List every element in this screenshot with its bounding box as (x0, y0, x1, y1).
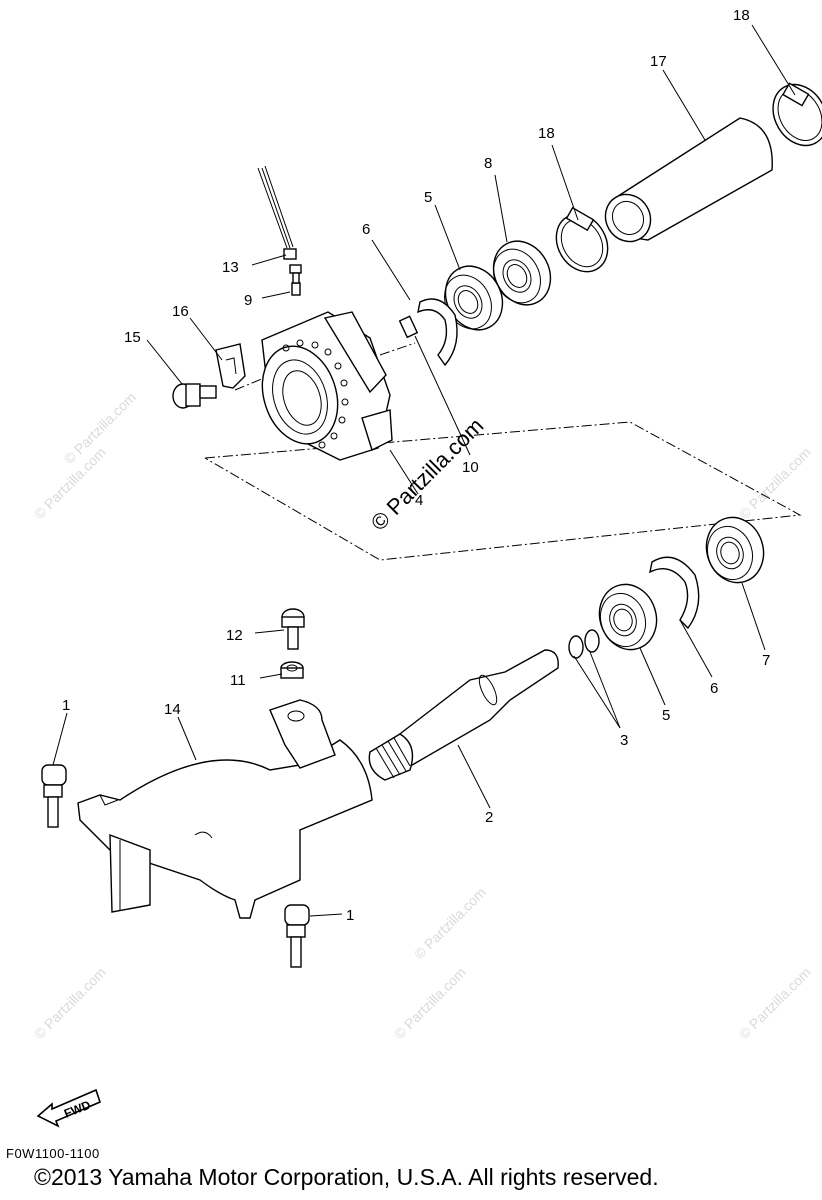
fwd-label: FWD (62, 1097, 93, 1120)
shaft-part-2 (368, 649, 559, 781)
nipple-part-9 (289, 264, 302, 296)
callout-2: 2 (485, 809, 493, 826)
callout-labels: 18 17 18 8 5 6 13 9 16 15 10 4 12 11 1 1… (62, 7, 770, 924)
callout-17: 17 (650, 53, 667, 70)
callout-12: 12 (226, 627, 243, 644)
callout-11: 11 (230, 672, 246, 689)
grommet-bolt-part-1 (284, 904, 310, 968)
grommet-bolt-part-1 (41, 764, 67, 828)
bearing-part-5 (444, 265, 504, 331)
watermark: © Partzilla.com (736, 964, 814, 1042)
hose-part-17 (604, 117, 773, 243)
callout-5: 5 (662, 707, 670, 724)
callout-1: 1 (62, 697, 70, 714)
callout-1: 1 (346, 907, 354, 924)
collar-part-11 (280, 661, 304, 679)
bolt-hole-ring (282, 339, 349, 449)
drawing-code: F0W1100-1100 (6, 1146, 100, 1161)
watermark: © Partzilla.com (391, 964, 469, 1042)
callout-9: 9 (244, 292, 252, 309)
bearing-part-5 (598, 583, 658, 651)
plate-part-16 (215, 343, 246, 389)
callout-18: 18 (538, 125, 555, 142)
o-ring-part-3 (568, 629, 600, 659)
hose-clamp-part-18 (555, 206, 609, 273)
bolt-part-15 (172, 383, 217, 409)
bearing-part-8 (492, 240, 552, 306)
hose-line-part-13 (257, 165, 297, 260)
callout-18: 18 (733, 7, 750, 24)
callout-8: 8 (484, 155, 492, 172)
callout-13: 13 (222, 259, 239, 276)
axis-line (379, 342, 416, 356)
hose-clamp-part-18 (772, 82, 822, 147)
circlip-part-6 (649, 556, 700, 630)
callout-6: 6 (710, 680, 718, 697)
housing-part-4 (261, 311, 393, 461)
bolt-part-12 (281, 608, 305, 650)
callout-6: 6 (362, 221, 370, 238)
bearing-part-7 (705, 516, 765, 584)
duct-part-14 (77, 699, 373, 919)
callout-5: 5 (424, 189, 432, 206)
callout-3: 3 (620, 732, 628, 749)
callout-14: 14 (164, 701, 181, 718)
callout-16: 16 (172, 303, 189, 320)
callout-4: 4 (415, 492, 423, 509)
callout-7: 7 (762, 652, 770, 669)
pin-part-10 (398, 315, 419, 339)
callout-15: 15 (124, 329, 141, 346)
watermark: © Partzilla.com (736, 444, 814, 522)
leader-lines (52, 24, 796, 917)
watermark: © Partzilla.com (31, 964, 109, 1042)
circlip-part-6 (417, 298, 458, 367)
callout-10: 10 (462, 459, 479, 476)
copyright-notice: ©2013 Yamaha Motor Corporation, U.S.A. A… (34, 1164, 659, 1190)
watermark: © Partzilla.com (411, 884, 489, 962)
fwd-arrow-icon: FWD (36, 1088, 101, 1128)
assembly-outline (204, 421, 802, 561)
